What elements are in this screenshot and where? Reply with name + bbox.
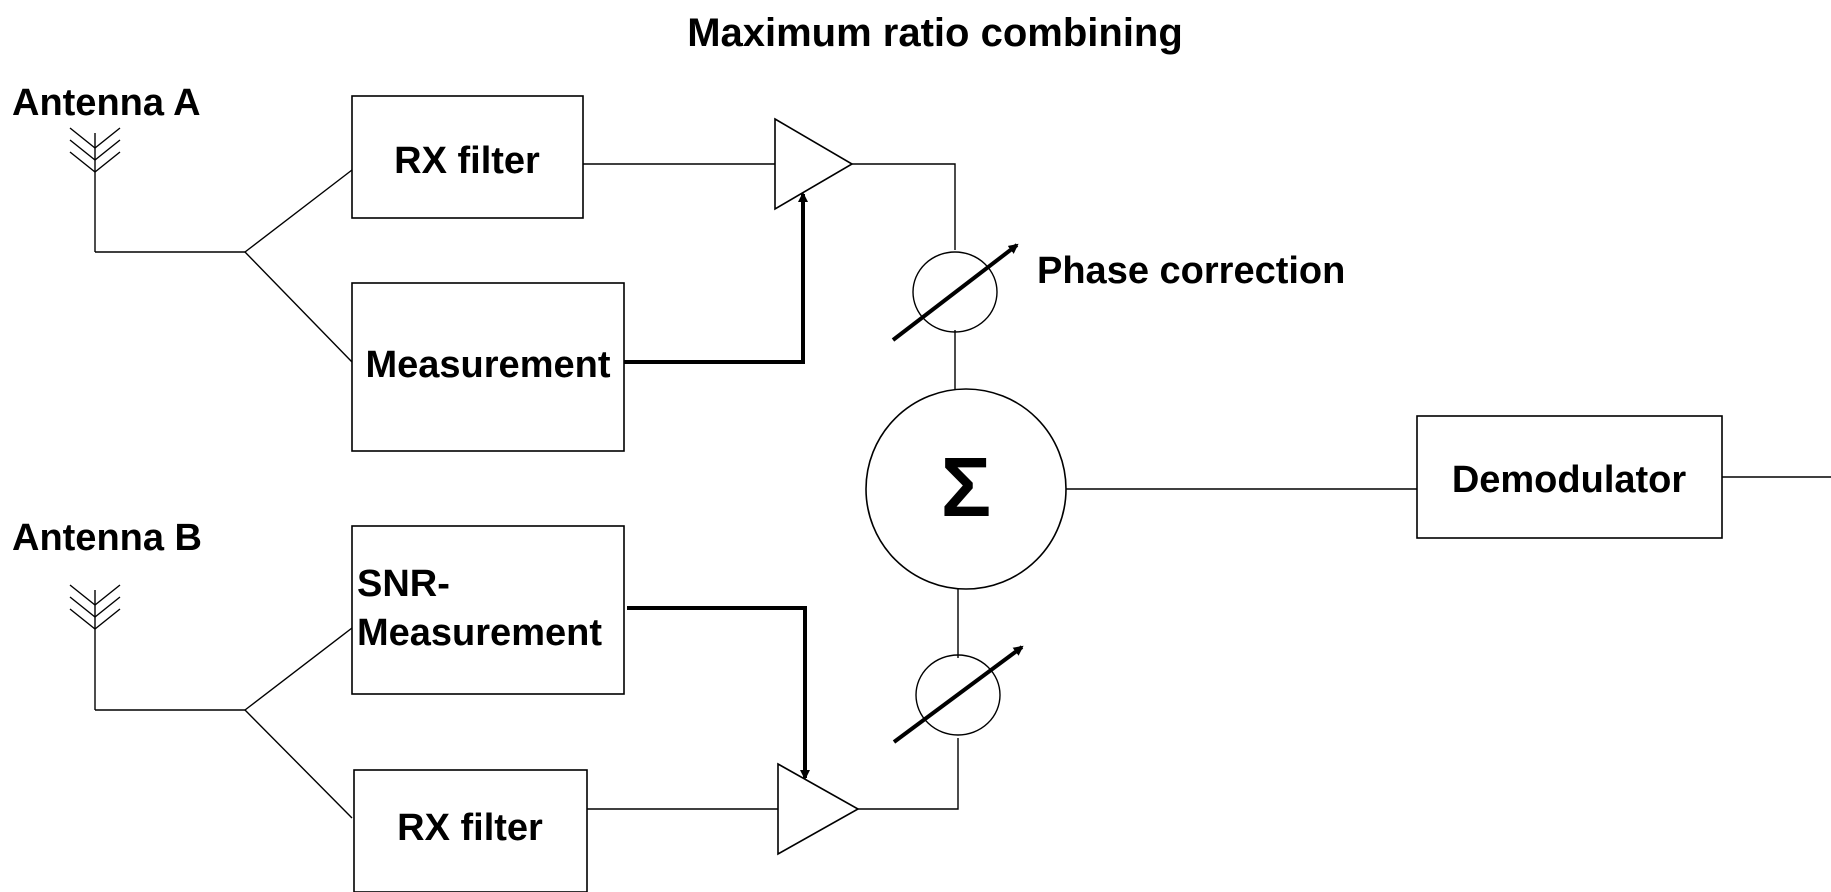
antenna-b: Antenna B (12, 517, 202, 710)
phase-shifter-b-arrow (892, 645, 1024, 744)
snr-measurement-b-label-line1: SNR- (357, 563, 450, 605)
antenna-a-icon (69, 127, 121, 252)
amplifier-a-icon (774, 117, 854, 211)
summing-node-symbol: Σ (941, 440, 991, 534)
summing-node-circle (865, 388, 1067, 590)
amplifier-b-icon (777, 762, 860, 856)
phase-correction-a: Phase correction (891, 243, 1345, 342)
snr-measurement-b-label-line2: Measurement (357, 612, 602, 654)
measurement-a-block: Measurement (351, 282, 625, 452)
phase-correction-label: Phase correction (1037, 250, 1345, 292)
antenna-a: Antenna A (12, 82, 201, 252)
antenna-a-label: Antenna A (12, 82, 201, 124)
measurement-b-control-arrow (627, 606, 810, 780)
branch-a-wiring (95, 163, 956, 392)
phase-shifter-a-icon (912, 251, 998, 333)
snr-measurement-b-block: SNR- Measurement (351, 525, 625, 695)
phase-correction-b (892, 645, 1024, 744)
rx-filter-b-block: RX filter (353, 769, 588, 892)
measurement-a-control-arrow (624, 192, 808, 364)
rx-filter-a-block: RX filter (351, 95, 584, 219)
branch-b-wiring (95, 588, 959, 819)
output-wiring (1066, 476, 1831, 490)
demodulator-label: Demodulator (1452, 459, 1687, 501)
diagram-title: Maximum ratio combining (687, 11, 1183, 55)
rx-filter-b-label: RX filter (397, 807, 543, 849)
summing-node: Σ (865, 388, 1067, 590)
demodulator-block: Demodulator (1416, 415, 1723, 539)
antenna-b-icon (69, 584, 121, 710)
phase-shifter-b-icon (915, 654, 1001, 736)
antenna-b-label: Antenna B (12, 517, 202, 559)
rx-filter-a-label: RX filter (394, 140, 540, 182)
phase-shifter-a-arrow (891, 243, 1019, 342)
measurement-a-label: Measurement (366, 344, 611, 386)
